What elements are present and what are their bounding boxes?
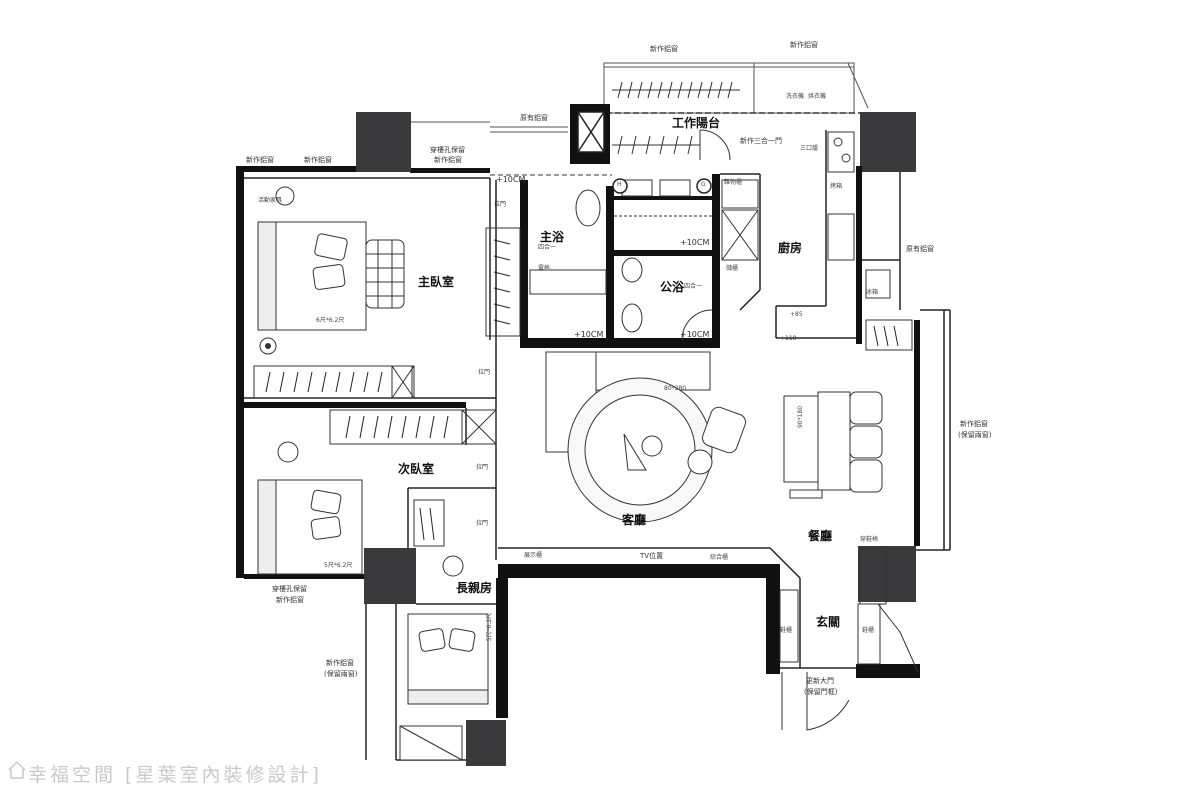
note-storage: 儲櫃 <box>726 265 739 272</box>
room-entry: 玄關 <box>816 615 841 629</box>
dining-furniture <box>783 391 883 499</box>
note-new-window-keep-1: 新作鋁窗 <box>326 659 354 667</box>
note-burner: 三口爐 <box>800 145 819 152</box>
note-bed-master: 6尺*6.2尺 <box>316 317 345 324</box>
pillows <box>310 233 476 652</box>
note-sofa-size: 80*280 <box>664 385 687 392</box>
room-second-bedroom: 次臥室 <box>398 462 435 476</box>
rack-marks <box>612 81 740 155</box>
closets <box>253 179 913 665</box>
note-shoe-cab-2: 鞋櫃 <box>862 627 875 634</box>
note-bed-second: 5尺*6.2尺 <box>324 562 353 569</box>
note-oven: 烤箱 <box>830 183 843 190</box>
note-console: 綜合櫃 <box>710 554 729 561</box>
elder-misc <box>399 725 463 761</box>
note-water: 電熱 <box>538 265 551 272</box>
walls <box>236 104 920 766</box>
note-washer: 洗衣機 <box>786 93 805 100</box>
room-kitchen: 廚房 <box>778 241 803 255</box>
note-fridge: 冰箱 <box>866 289 879 296</box>
room-public-bath: 公浴 <box>660 280 685 294</box>
note-sliding-door-4: 拉門 <box>476 520 489 527</box>
room-master-bath: 主浴 <box>540 230 565 244</box>
note-new-window-3: 新作鋁窗 <box>246 156 274 164</box>
note-plus10-3: +10CM <box>574 330 604 339</box>
bath-fixtures <box>529 189 712 333</box>
shaft <box>577 111 605 153</box>
note-shoe-bench: 穿鞋椅 <box>860 536 879 543</box>
note-bath-h: H <box>617 181 622 188</box>
room-master-bedroom: 主臥室 <box>418 275 455 289</box>
note-keep-hole-2: 穿樓孔保留 <box>272 585 307 593</box>
note-plus10-2: +10CM <box>680 238 710 247</box>
note-new-window-keep-2b: (保留兩窗) <box>958 431 992 439</box>
note-new-door-b: (保留門框) <box>804 688 838 696</box>
note-sliding-door-1: 拉門 <box>494 201 507 208</box>
note-existing-window-2: 原有鋁窗 <box>906 245 934 253</box>
room-work-balcony: 工作陽台 <box>672 116 721 130</box>
note-new-window-2: 新作鋁窗 <box>790 41 818 49</box>
note-bath-g: G <box>701 181 706 188</box>
house-logo-icon <box>8 760 26 779</box>
note-sliding-door-2: 拉門 <box>478 369 491 376</box>
rug-grid <box>365 239 405 309</box>
note-tv: TV位置 <box>640 552 664 560</box>
note-activity: 活動家具 <box>258 197 283 204</box>
note-new-window-keep-1b: (保留兩窗) <box>324 670 358 678</box>
note-keep-hole-1: 穿樓孔保留 <box>430 146 465 154</box>
note-three-in-one-door: 新作三合一門 <box>740 137 782 145</box>
note-four-in-one-2: 四合一 <box>684 283 703 290</box>
note-table-size: 90*180 <box>797 405 805 429</box>
note-new-window-4: 新作鋁窗 <box>304 156 332 164</box>
note-plus10-4: +10CM <box>680 330 710 339</box>
living-furniture <box>545 351 747 523</box>
note-keep-hole-1b: 新作鋁窗 <box>434 156 462 164</box>
beds <box>257 221 489 705</box>
watermark: 幸福空間 [星葉室內裝修設計] <box>28 764 322 786</box>
note-shoe-cab-1: 鞋櫃 <box>780 627 793 634</box>
room-elder: 長親房 <box>456 581 493 595</box>
note-storage2: 雜物櫃 <box>724 179 743 186</box>
note-new-window-1: 新作鋁窗 <box>650 45 678 53</box>
note-bed-elder: 5尺*6.2尺 <box>486 612 494 642</box>
note-keep-hole-2b: 新作鋁窗 <box>276 596 304 604</box>
note-h85: +85 <box>790 311 803 318</box>
note-sliding-door-3: 拉門 <box>476 464 489 471</box>
note-existing-window-1: 原有鋁窗 <box>520 114 548 122</box>
hanger-marks <box>265 239 899 541</box>
door-swings <box>681 129 919 731</box>
note-four-in-one-1: 四合一 <box>538 244 557 251</box>
note-h118: +118 <box>780 335 797 342</box>
room-dining: 餐廳 <box>808 529 833 543</box>
note-dryer: 烘衣機 <box>808 93 827 100</box>
kitchen-items <box>621 131 891 299</box>
room-living: 客廳 <box>622 513 647 527</box>
note-new-door: 更新大門 <box>806 677 834 685</box>
note-plus10-1: +10CM <box>496 175 526 184</box>
note-new-window-keep-2: 新作鋁窗 <box>960 420 988 428</box>
note-display-cab: 展示櫃 <box>524 552 543 559</box>
